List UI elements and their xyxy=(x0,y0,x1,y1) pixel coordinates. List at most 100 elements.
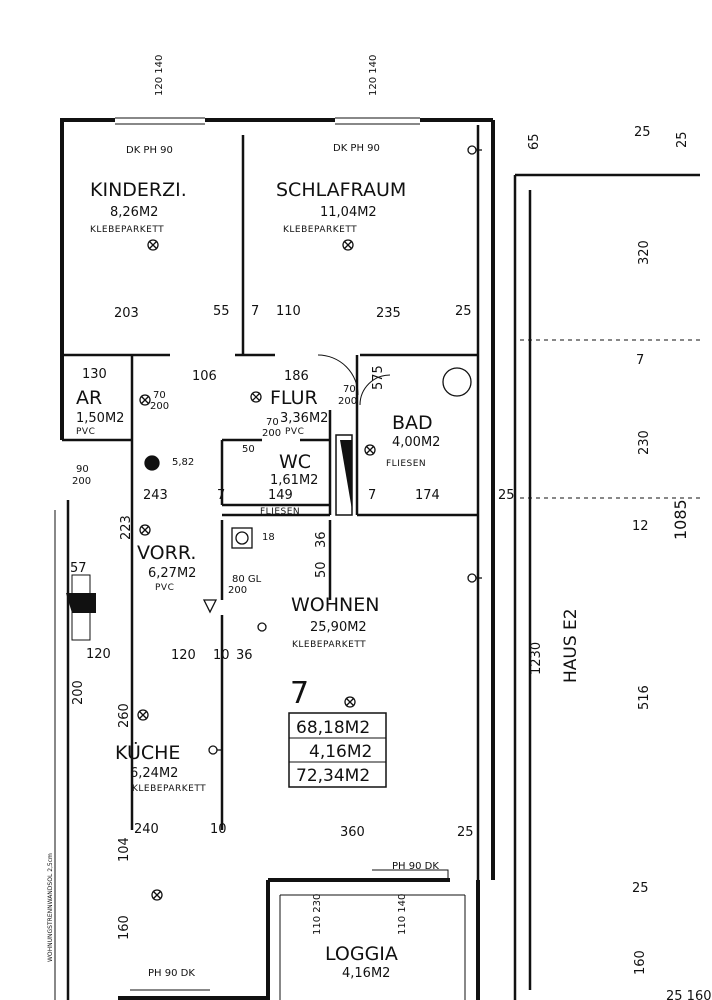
label-65: 65 xyxy=(527,133,542,150)
room-ar-area: 1,50M2 xyxy=(76,411,124,426)
room-wohnen-name: WOHNEN xyxy=(291,594,379,616)
room-kueche-name: KÜCHE xyxy=(115,741,180,764)
label-36: 36 xyxy=(314,531,329,548)
label-223: 223 xyxy=(119,515,134,540)
unit-area-living: 68,18M2 xyxy=(296,718,370,738)
room-wohnen-area: 25,90M2 xyxy=(310,620,367,635)
ceiling-light-flur-icon xyxy=(250,391,262,403)
wall-row-515 xyxy=(222,503,478,517)
dim-235: 235 xyxy=(376,306,401,321)
dim-160r: 25 160 xyxy=(666,989,712,1000)
room-loggia-area: 4,16M2 xyxy=(342,966,390,981)
dim-243: 243 xyxy=(143,488,168,503)
label-1085: 1085 xyxy=(671,499,690,540)
side-text: WOHNUNGSTRENNWANDSOL 2,5cm xyxy=(47,853,54,962)
haus-e2-frame xyxy=(513,173,700,1000)
shaft-fill xyxy=(340,440,352,510)
door-arc-flur xyxy=(317,354,359,396)
room-wc-floor: FLIESEN xyxy=(260,507,300,517)
door-kinderzi: DK PH 90 xyxy=(126,145,173,156)
room-flur-name: FLUR xyxy=(270,387,318,409)
label-516: 516 xyxy=(637,685,652,710)
room-wohnen-floor: KLEBEPARKETT xyxy=(292,640,366,650)
room-bad-floor: FLIESEN xyxy=(386,459,426,469)
unit-area-loggia: 4,16M2 xyxy=(309,742,372,762)
dim-10a: 10 xyxy=(213,648,230,663)
dim-203: 203 xyxy=(114,306,139,321)
dim-12r: 12 xyxy=(632,519,649,534)
dim-80gl: 80 GL xyxy=(232,574,262,585)
label-320: 320 xyxy=(637,240,652,265)
dim-120b: 120 xyxy=(171,648,196,663)
house-label: HAUS E2 xyxy=(561,608,581,683)
room-flur-floor: PVC xyxy=(285,427,304,437)
label-200-left: 200 xyxy=(71,680,86,705)
label-loggia-left: 110 230 xyxy=(312,894,323,935)
meter-icon xyxy=(231,527,253,549)
label-50: 50 xyxy=(314,561,329,578)
label-top-left-window: 120 140 xyxy=(154,55,165,96)
room-vorr-name: VORR. xyxy=(137,542,196,564)
wall-loggia xyxy=(266,878,480,1000)
label-top-right-window: 120 140 xyxy=(368,55,379,96)
socket-icon xyxy=(467,145,482,155)
room-schlafraum-floor: KLEBEPARKETT xyxy=(283,225,357,235)
ceiling-light-kueche-icon xyxy=(137,709,149,721)
label-1230: 1230 xyxy=(529,642,544,675)
room-bad-name: BAD xyxy=(392,412,433,434)
room-ar-floor: PVC xyxy=(76,427,95,437)
dim-25r1: 25 xyxy=(634,125,651,140)
dim-25r2: 25 xyxy=(675,131,690,148)
ceiling-light-ar-icon xyxy=(139,394,151,406)
ceiling-light-wc-icon xyxy=(364,444,376,456)
label-loggia-right: 110 140 xyxy=(397,894,408,935)
dim-57: 57 xyxy=(70,561,87,576)
dim-120a: 120 xyxy=(86,647,111,662)
dim-25a: 25 xyxy=(455,304,472,319)
room-kueche-area: 6,24M2 xyxy=(130,766,178,781)
dim-55: 55 xyxy=(213,304,230,319)
dim-70-wc: 70 xyxy=(266,417,279,428)
socket-vorr-icon xyxy=(257,622,267,632)
dim-200-flur: 200 xyxy=(338,396,357,407)
loggia-inner xyxy=(279,894,466,1000)
dim-240: 240 xyxy=(134,822,159,837)
ceiling-light-wohnen-icon xyxy=(344,696,356,708)
dim-7b: 7 xyxy=(217,488,225,503)
dim-130: 130 xyxy=(82,367,107,382)
room-kueche-floor: KLEBEPARKETT xyxy=(132,784,206,794)
label-104: 104 xyxy=(117,837,132,862)
room-flur-area: 3,36M2 xyxy=(280,411,328,426)
dim-200b: 200 xyxy=(72,476,91,487)
dim-110: 110 xyxy=(276,304,301,319)
dim-200c: 200 xyxy=(228,585,247,596)
dim-25b: 25 xyxy=(498,488,515,503)
socket-wohnen-icon xyxy=(467,573,482,583)
dim-90: 90 xyxy=(76,464,89,475)
label-230: 230 xyxy=(637,430,652,455)
dim-25r3: 25 xyxy=(632,881,649,896)
window-schlafraum xyxy=(335,117,420,125)
dim-50: 50 xyxy=(242,444,255,455)
ceiling-light-kinderzi-icon xyxy=(147,239,159,251)
dim-70-ar: 70 xyxy=(153,390,166,401)
haus-e2-dash xyxy=(520,339,700,499)
dim-18: 18 xyxy=(262,532,275,543)
meter-kueche-icon xyxy=(144,455,160,471)
unit-area-total: 72,34M2 xyxy=(296,766,370,786)
window-kinderzi xyxy=(115,117,205,125)
ceiling-light-schlaf-icon xyxy=(342,239,354,251)
dim-186: 186 xyxy=(284,369,309,384)
room-vorr-floor: PVC xyxy=(155,583,174,593)
room-kinderzi-area: 8,26M2 xyxy=(110,205,158,220)
door-wohnen: PH 90 DK xyxy=(392,861,439,872)
triangle-icon xyxy=(202,599,218,614)
dim-7c: 7 xyxy=(368,488,376,503)
unit-number: 7 xyxy=(290,676,309,711)
dim-7a: 7 xyxy=(251,304,259,319)
door-schlafraum: DK PH 90 xyxy=(333,143,380,154)
label-160-left: 160 xyxy=(117,915,132,940)
dim-7r: 7 xyxy=(636,353,644,368)
dim-582: 5,82 xyxy=(172,457,194,468)
